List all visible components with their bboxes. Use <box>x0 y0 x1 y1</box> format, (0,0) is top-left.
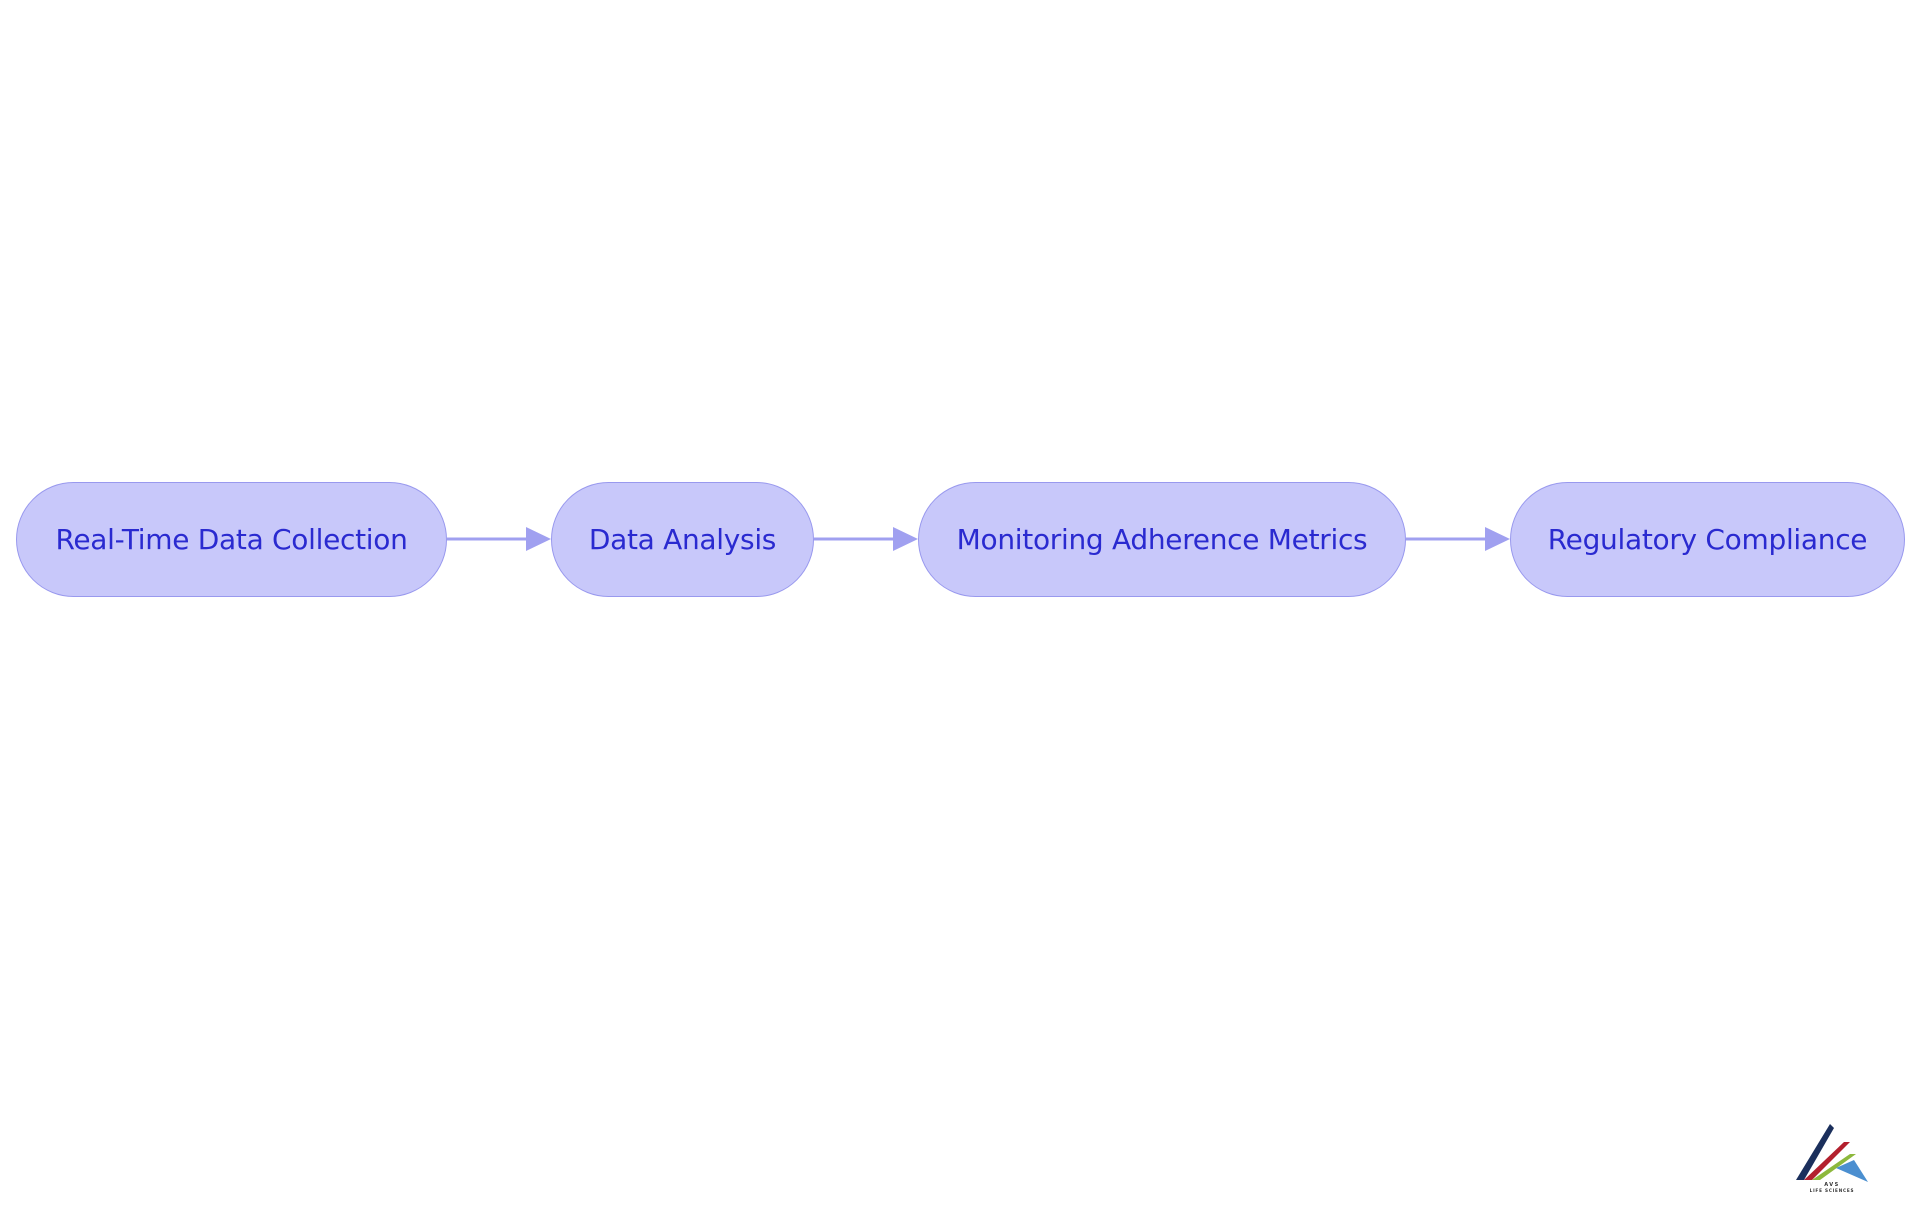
logo-stripe-navy <box>1796 1124 1834 1180</box>
node-label: Real-Time Data Collection <box>55 523 408 556</box>
node-label: Data Analysis <box>588 523 777 556</box>
logo-text-life-sciences: LIFE SCIENCES <box>1810 1188 1855 1193</box>
node-regulatory-compliance: Regulatory Compliance <box>1510 482 1905 597</box>
logo-stripe-green <box>1812 1154 1856 1180</box>
company-logo: AVS LIFE SCIENCES <box>1796 1124 1868 1193</box>
logo-stripe-blue <box>1836 1160 1868 1182</box>
logo-stripe-red <box>1804 1142 1850 1180</box>
node-monitoring-adherence-metrics: Monitoring Adherence Metrics <box>918 482 1406 597</box>
logo-text-avs: AVS <box>1824 1182 1840 1188</box>
edge-3 <box>1406 527 1510 551</box>
node-real-time-data-collection: Real-Time Data Collection <box>16 482 447 597</box>
node-data-analysis: Data Analysis <box>551 482 814 597</box>
node-label: Regulatory Compliance <box>1547 523 1868 556</box>
edge-1 <box>447 527 551 551</box>
edge-2 <box>814 527 918 551</box>
node-label: Monitoring Adherence Metrics <box>956 523 1368 556</box>
